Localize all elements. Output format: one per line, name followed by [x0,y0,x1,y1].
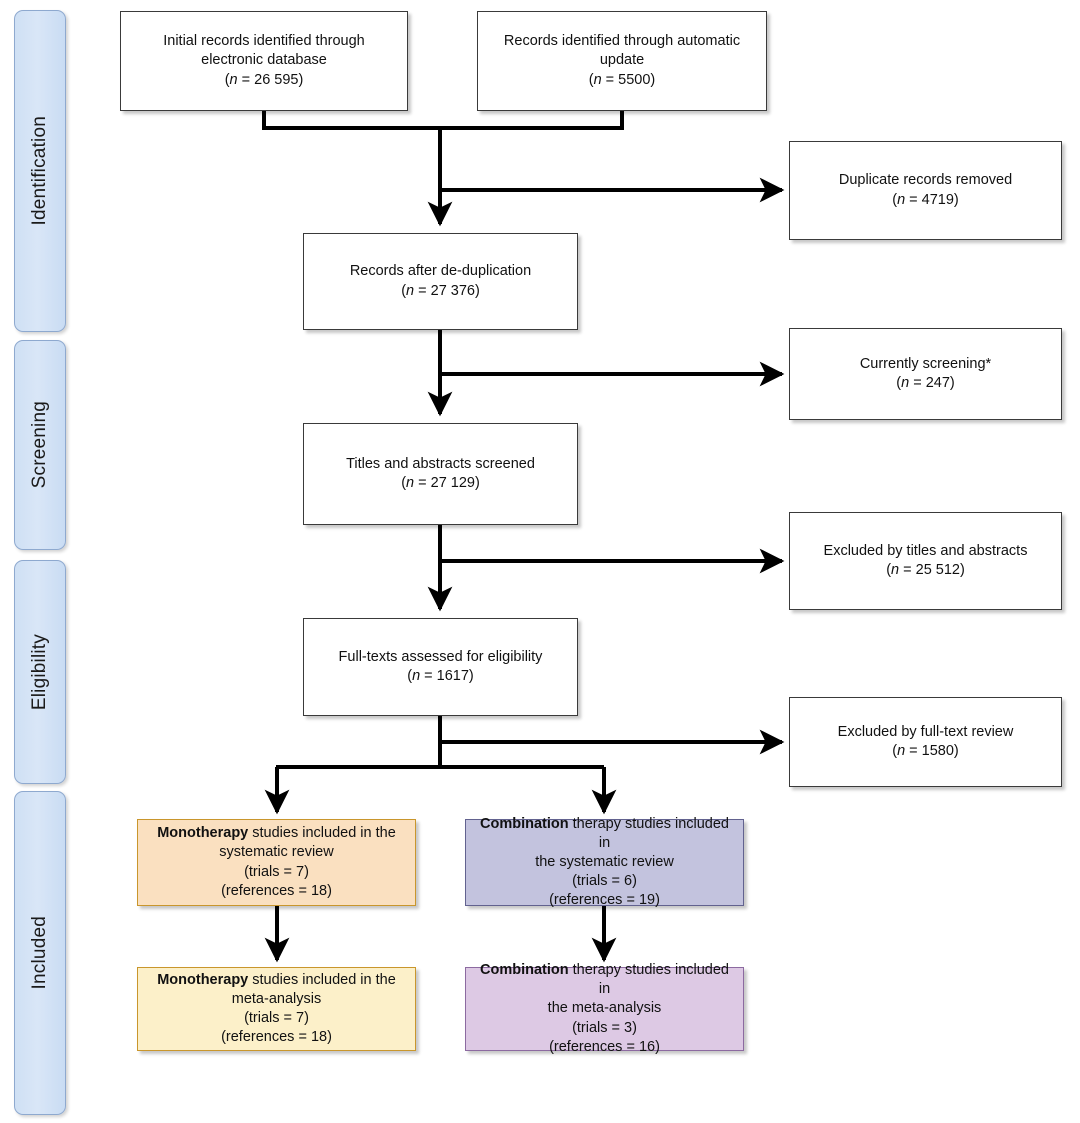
currently-screening-count: (n = 247) [896,375,955,391]
auto-update-count: (n = 5500) [588,71,656,88]
excluded-fulltext-line1: Excluded by full-text review [837,723,1014,740]
node-initial-records: Initial records identified through elect… [120,11,408,111]
node-excluded-titles-abstracts: Excluded by titles and abstracts (n = 25… [789,512,1062,610]
mono-systematic-review-line2: systematic review [219,844,334,861]
mono-meta-analysis-trials: (trials = 7) [244,1010,309,1026]
stage-label-eligibility: Eligibility [29,633,50,711]
node-after-dedup: Records after de-duplication (n = 27 376… [303,233,578,330]
combo-systematic-review-trials: (trials = 6) [572,873,637,890]
excluded-fulltext-count: (n = 1580) [892,743,959,759]
stage-label-identification: Identification [29,116,50,226]
auto-update-line2: update [599,52,645,69]
initial-records-count: (n = 26 595) [224,71,304,88]
combo-meta-analysis-references: (references = 16) [549,1038,660,1055]
titles-abstracts-screened-line1: Titles and abstracts screened [346,455,535,472]
after-dedup-line1: Records after de-duplication [349,263,532,280]
initial-records-line1: Initial records identified through [163,33,365,50]
combo-systematic-review-line1: Combination therapy studies included in [479,815,729,851]
node-titles-abstracts-screened: Titles and abstracts screened (n = 27 12… [303,423,578,525]
stage-bar-identification: Identification [14,10,66,332]
node-duplicates-removed: Duplicate records removed (n = 4719) [789,141,1062,240]
mono-meta-analysis-line2: meta-analysis [231,990,322,1007]
stage-label-screening: Screening [29,401,50,489]
combo-meta-analysis-line2: the meta-analysis [547,1000,662,1017]
combo-systematic-review-references: (references = 19) [549,892,660,909]
combo-meta-analysis-trials: (trials = 3) [572,1019,637,1036]
node-mono-meta-analysis: Monotherapy studies included in the meta… [137,967,416,1051]
duplicates-removed-count: (n = 4719) [892,191,959,208]
excluded-titles-abstracts-count: (n = 25 512) [886,562,965,578]
fulltext-assessed-line1: Full-texts assessed for eligibility [338,648,543,665]
mono-meta-analysis-line1: Monotherapy studies included in the [157,971,396,988]
node-combo-systematic-review: Combination therapy studies included in … [465,815,744,909]
combo-systematic-review-line2: the systematic review [535,853,674,870]
mono-meta-analysis-references: (references = 18) [221,1029,332,1046]
node-auto-update: Records identified through automatic upd… [477,11,767,111]
fulltext-assessed-count: (n = 1617) [407,668,474,684]
stage-bar-eligibility: Eligibility [14,560,66,784]
currently-screening-line1: Currently screening* [859,355,992,372]
duplicates-removed-line1: Duplicate records removed [838,172,1013,189]
stage-bar-screening: Screening [14,340,66,550]
titles-abstracts-screened-count: (n = 27 129) [401,475,480,491]
auto-update-line1: Records identified through automatic [503,33,741,50]
stage-bar-included: Included [14,791,66,1115]
mono-systematic-review-references: (references = 18) [221,882,332,899]
node-currently-screening: Currently screening* (n = 247) [789,328,1062,420]
edge-update-to-trunk [440,111,624,130]
edge-initial-to-trunk [262,111,440,130]
node-combo-meta-analysis: Combination therapy studies included in … [465,962,744,1055]
node-mono-systematic-review: Monotherapy studies included in the syst… [137,819,416,906]
stage-label-included: Included [29,916,50,990]
node-fulltext-assessed: Full-texts assessed for eligibility (n =… [303,618,578,716]
combo-meta-analysis-line1: Combination therapy studies included in [479,962,729,998]
mono-systematic-review-trials: (trials = 7) [244,863,309,880]
excluded-titles-abstracts-line1: Excluded by titles and abstracts [823,542,1028,559]
mono-systematic-review-line1: Monotherapy studies included in the [157,825,396,842]
after-dedup-count: (n = 27 376) [401,282,480,299]
initial-records-line2: electronic database [201,52,327,69]
node-excluded-fulltext: Excluded by full-text review (n = 1580) [789,697,1062,787]
